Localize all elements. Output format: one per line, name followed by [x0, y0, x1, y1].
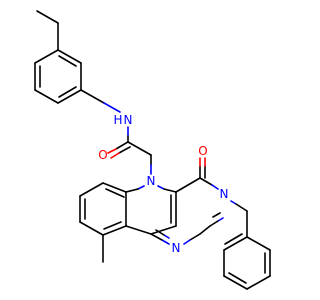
bond: [199, 225, 211, 235]
bond: [105, 188, 125, 198]
bond: [34, 89, 59, 104]
molecule-structure: N H O N O N N: [34, 10, 271, 290]
bond: [150, 233, 163, 241]
bond: [246, 275, 271, 290]
bond: [157, 185, 165, 190]
bond: [235, 203, 248, 212]
bond: [79, 221, 104, 236]
bond: [57, 89, 82, 104]
bond: [212, 212, 221, 218]
bond: [223, 236, 248, 251]
bond: [125, 188, 139, 193]
bond: [103, 221, 122, 230]
bond: [199, 177, 213, 186]
bond: [228, 272, 247, 284]
bond: [209, 220, 219, 227]
bond: [175, 177, 201, 193]
molecule-canvas: N H O N O N N: [34, 10, 271, 290]
bond: [58, 55, 77, 67]
bond: [34, 49, 59, 64]
bond: [163, 234, 170, 239]
bond: [246, 236, 271, 251]
bond: [211, 184, 219, 190]
bond: [115, 141, 129, 150]
atom-label-indole-n: N: [147, 174, 156, 188]
bond: [217, 217, 224, 222]
bond: [224, 233, 243, 245]
atom-label-amide-n: N: [124, 113, 133, 127]
bond: [189, 233, 201, 241]
atom-label-ring-o: O: [198, 144, 207, 158]
bond: [102, 182, 127, 193]
bond: [79, 182, 104, 197]
bond: [103, 102, 121, 113]
bond: [102, 225, 127, 236]
bond: [223, 275, 248, 290]
atom-label-amide-o: O: [98, 148, 107, 162]
bond: [127, 141, 152, 156]
bond: [36, 10, 59, 24]
bond: [110, 152, 120, 159]
bond: [150, 225, 177, 235]
bond: [58, 86, 77, 98]
atom-label-n3: N: [220, 187, 229, 201]
bond: [230, 200, 237, 205]
bond: [161, 239, 170, 245]
bond: [107, 148, 117, 154]
bond: [163, 188, 177, 193]
bond: [137, 185, 145, 190]
bond: [57, 49, 82, 64]
bond: [155, 229, 165, 236]
bond: [118, 146, 131, 154]
bond: [125, 225, 152, 235]
bond: [183, 239, 191, 245]
atom-label-n1: N: [172, 241, 181, 255]
atom-label-amide-h: H: [113, 113, 122, 127]
bond: [80, 89, 105, 104]
